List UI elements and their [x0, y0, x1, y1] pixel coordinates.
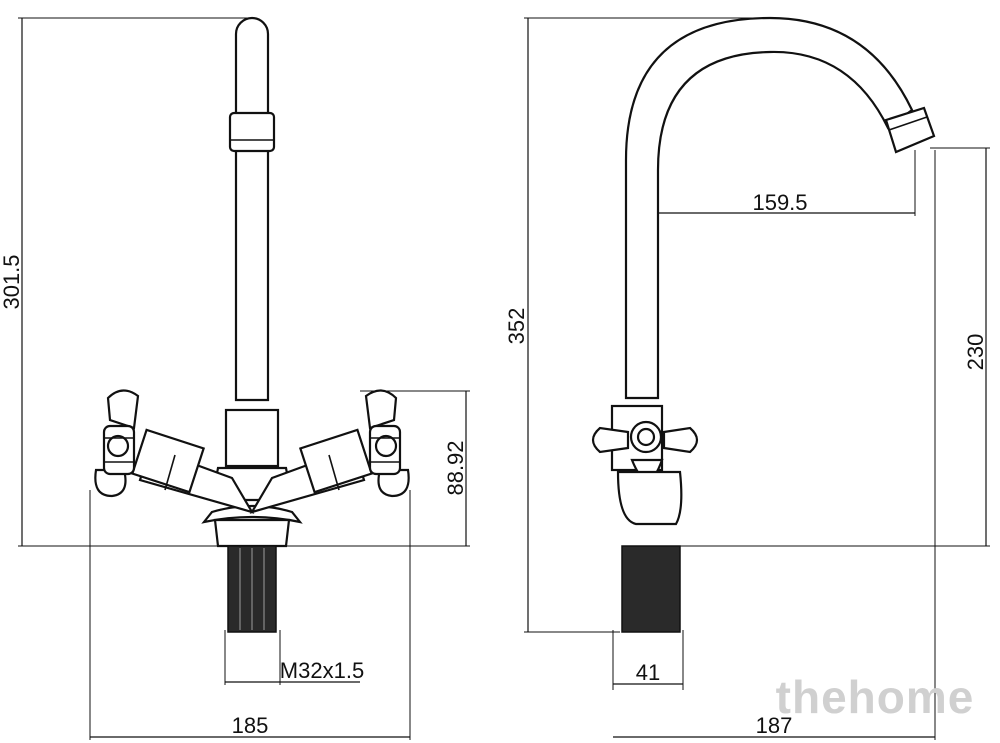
front-right-valve — [249, 389, 410, 514]
front-width-label: 185 — [232, 713, 269, 738]
front-handle-height-label: 88.92 — [443, 440, 468, 495]
side-spout-height-label: 230 — [963, 334, 988, 371]
front-height-label: 301.5 — [0, 254, 24, 309]
front-thread-label: M32x1.5 — [280, 658, 364, 683]
side-view — [524, 16, 990, 740]
front-view — [18, 16, 470, 740]
watermark-logo: thehome — [776, 671, 975, 723]
side-reach-label: 159.5 — [752, 190, 807, 215]
front-left-valve — [94, 389, 255, 514]
side-base-width-label: 41 — [636, 660, 660, 685]
side-height-label: 352 — [504, 308, 529, 345]
front-aerator — [228, 111, 276, 153]
side-depth-label: 187 — [756, 713, 793, 738]
side-gooseneck-spout — [624, 16, 914, 400]
front-central-body — [224, 408, 280, 468]
side-threaded-shank — [621, 545, 681, 633]
front-spout-tube — [234, 16, 270, 402]
